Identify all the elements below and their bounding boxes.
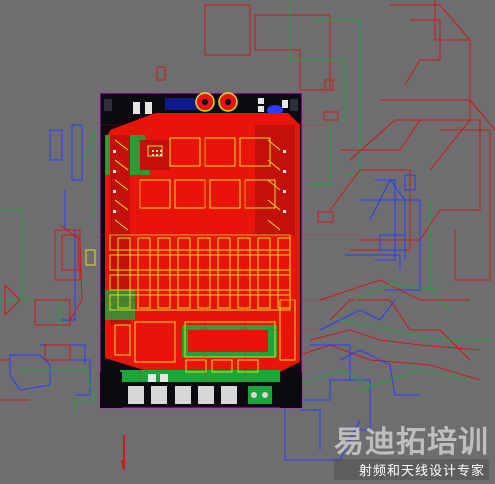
external-routing-traces (156, 0, 495, 461)
watermark-title: 易迪拓培训 (334, 417, 489, 461)
mounting-hole-left (202, 99, 208, 105)
via-columns (113, 150, 286, 213)
watermark: 易迪拓培训 射频和天线设计专家 (334, 417, 489, 480)
watermark-title-part1: 易迪拓 (334, 425, 427, 460)
watermark-subtitle: 射频和天线设计专家 (334, 459, 489, 480)
bottom-connector[interactable] (128, 374, 272, 404)
watermark-title-part2: 培训 (427, 425, 489, 460)
pcb-board[interactable] (99, 92, 303, 409)
connector-pad-5[interactable] (221, 386, 237, 404)
top-header-area (133, 92, 288, 115)
layer-grid-overlay (100, 115, 360, 380)
silkscreen-components (109, 137, 296, 373)
mounting-hole-right (225, 99, 231, 105)
connector-pad-1[interactable] (128, 386, 144, 404)
left-routing-traces (0, 124, 125, 471)
connector-pad-4[interactable] (198, 386, 214, 404)
connector-pad-2[interactable] (151, 386, 167, 404)
connector-pad-3[interactable] (175, 386, 191, 404)
